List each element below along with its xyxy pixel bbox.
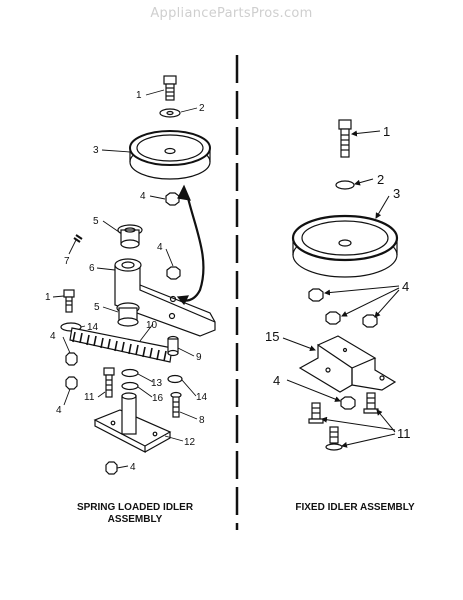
label-6: 6 — [89, 263, 95, 274]
label-9: 9 — [196, 352, 202, 363]
bolt-part-11-a — [308, 402, 324, 424]
bolt-part-1-right — [338, 119, 352, 158]
nut-part-4-a — [165, 192, 180, 206]
nut-part-4-r3 — [362, 314, 378, 328]
ring-part-13 — [121, 368, 139, 378]
fixed-idler-caption: FIXED IDLER ASSEMBLY — [295, 502, 415, 513]
label-14b: 14 — [196, 392, 208, 403]
label-13: 13 — [151, 378, 163, 389]
label-4: 4 — [140, 191, 146, 202]
bolt-part-11-b — [363, 392, 379, 414]
ring-part-16 — [121, 381, 139, 391]
spring-loaded-idler-caption: SPRING LOADED IDLER ASSEMBLY — [60, 502, 210, 526]
nut-part-4-r1 — [308, 288, 324, 302]
label-r2: 2 — [377, 172, 384, 187]
bolt-part-11 — [103, 367, 115, 398]
nut-part-4-b — [166, 266, 181, 280]
label-r3: 3 — [393, 186, 400, 201]
label-12: 12 — [184, 437, 196, 448]
label-r11: 11 — [397, 426, 411, 441]
label-4d: 4 — [56, 405, 62, 416]
post-bracket-part-12 — [93, 392, 172, 453]
bolt-part-8 — [170, 391, 182, 418]
assembly-arrow — [179, 197, 205, 302]
label-r1: 1 — [383, 124, 390, 139]
set-screw-part-7 — [73, 234, 83, 243]
left-part-labels: 1 2 3 4 5 7 4 6 5 1 14 10 9 4 13 4 11 16… — [45, 90, 208, 473]
nut-part-4-c — [65, 352, 78, 366]
label-1: 1 — [136, 90, 142, 101]
fixed-idler-drawing — [282, 119, 400, 451]
bolt-part-11-c — [325, 426, 343, 451]
label-r4b: 4 — [273, 373, 280, 388]
right-part-labels: 1 2 3 4 15 4 11 — [265, 124, 411, 441]
label-4e: 4 — [130, 462, 136, 473]
bushing-part-5-bottom — [116, 302, 140, 327]
label-11: 11 — [84, 392, 95, 403]
label-4b: 4 — [157, 242, 163, 253]
watermark: AppliancePartsPros.com — [150, 6, 313, 21]
label-4c: 4 — [50, 331, 56, 342]
label-5b: 5 — [94, 302, 100, 313]
nut-part-4-e — [105, 461, 118, 475]
label-1b: 1 — [45, 292, 51, 303]
label-2: 2 — [199, 103, 205, 114]
bolt-part-1-left — [63, 289, 75, 313]
nut-part-4-r2 — [325, 311, 341, 325]
bracket-part-15 — [298, 335, 397, 393]
spring-loaded-idler-drawing — [52, 75, 216, 475]
label-5: 5 — [93, 216, 99, 227]
label-10: 10 — [146, 320, 158, 331]
caption-left-line2: ASSEMBLY — [107, 514, 163, 525]
spacer-part-9 — [167, 335, 179, 357]
washer-part-2 — [159, 108, 181, 118]
nut-part-4-d — [65, 376, 78, 390]
washer-part-14-right — [167, 374, 183, 384]
washer-part-2-right — [335, 180, 355, 190]
label-r4: 4 — [402, 279, 409, 294]
label-3: 3 — [93, 145, 99, 156]
idler-arm-part-6 — [114, 258, 216, 337]
caption-left-line1: SPRING LOADED IDLER — [76, 502, 194, 513]
label-8: 8 — [199, 415, 205, 426]
nut-part-4-r4 — [340, 396, 356, 410]
bolt-part-1-top — [163, 75, 177, 101]
label-7: 7 — [64, 256, 70, 267]
pulley-part-3 — [129, 130, 211, 180]
bushing-part-5-top — [117, 224, 143, 249]
spring-part-10 — [69, 327, 173, 363]
pulley-part-3-right — [291, 214, 399, 278]
label-r15: 15 — [265, 329, 279, 344]
label-14: 14 — [87, 322, 99, 333]
label-16: 16 — [152, 393, 164, 404]
